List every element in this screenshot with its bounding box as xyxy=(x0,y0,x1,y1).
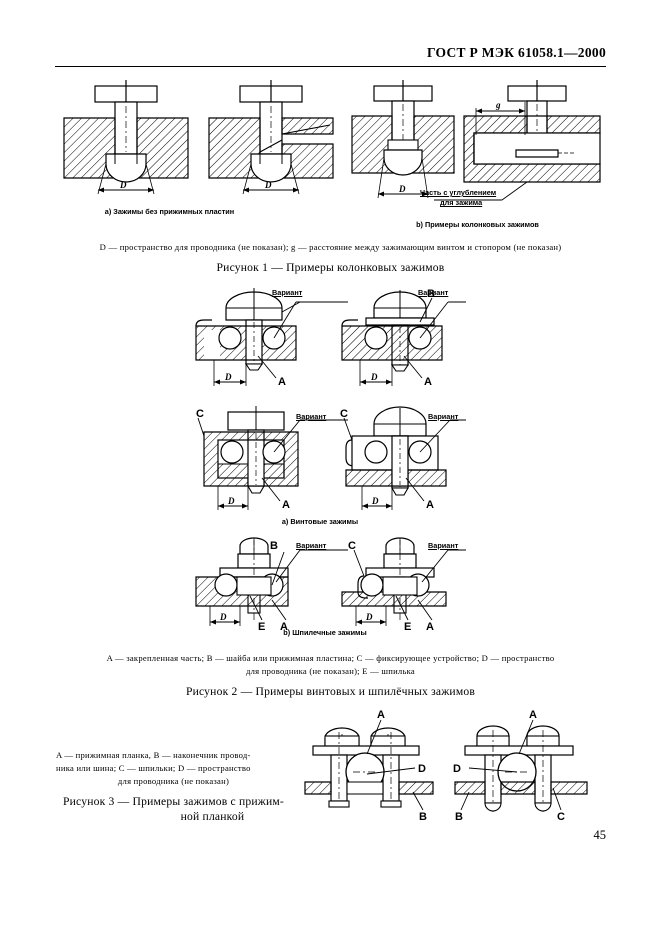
figure3-label-b1: B xyxy=(419,811,427,823)
figure2-row3-diagram: D E A B xyxy=(195,537,466,636)
figure1-dim-label-d1: D xyxy=(119,180,127,190)
figure2-dim-label-d3: D xyxy=(227,496,235,506)
figure3-label-b2: B xyxy=(455,811,463,823)
figure1-part-a-diagram: D xyxy=(62,78,342,203)
page-title: ГОСТ Р МЭК 61058.1—2000 xyxy=(426,45,606,60)
figure2-dim-label-d1: D xyxy=(224,372,232,382)
figure2-label-c3: C xyxy=(348,540,356,552)
figure2-label-a6: A xyxy=(426,621,434,633)
figure2-label-a5: A xyxy=(280,621,288,633)
figure2-dim-label-d2: D xyxy=(370,372,378,382)
figure2-caption: Рисунок 2 — Примеры винтовых и шпилёчных… xyxy=(185,685,476,698)
figure1-dim-label-g: g xyxy=(495,100,501,110)
figure2-label-a4: A xyxy=(426,499,434,511)
figure2-variant-label-5: Вариант xyxy=(296,541,327,550)
figure2-label-b1: B xyxy=(427,288,435,300)
header-divider xyxy=(55,66,606,68)
figure2-dim-label-d4: D xyxy=(371,496,379,506)
figure1-dim-label-d3: D xyxy=(398,184,406,194)
figure2-variant-label-2: Вариант xyxy=(418,288,449,297)
figure2-row2-diagram: C D A xyxy=(196,406,466,518)
figure1-caption: Рисунок 1 — Примеры колонковых зажимов xyxy=(216,261,445,274)
figure2-variant-label-3: Вариант xyxy=(296,412,327,421)
page-number: 45 xyxy=(593,828,607,842)
figure3-caption-line2: ной планкой xyxy=(180,810,245,823)
figure2-variant-label-1: Вариант xyxy=(272,288,303,297)
figure2-sub-caption-b: b) Шпилечные зажимы xyxy=(283,628,367,637)
figure3-legend-line3: для проводника (не показан) xyxy=(117,776,230,786)
figure3-label-d2: D xyxy=(453,763,461,775)
figure3-diagram: A D B xyxy=(304,706,595,828)
figure1-sub-caption-a: a) Зажимы без прижимных пластин xyxy=(104,207,235,216)
figure2-dim-label-d6: D xyxy=(365,612,373,622)
figure3-label-a2: A xyxy=(529,709,537,721)
figure2-variant-label-4: Вариант xyxy=(428,412,459,421)
figure1-callout-line1: Часть с углублением xyxy=(420,188,497,197)
figure3-caption-line1: Рисунок 3 — Примеры зажимов с прижим- xyxy=(62,795,284,808)
figure2-label-c1: C xyxy=(196,408,204,420)
figure1-sub-caption-b: b) Примеры колонковых зажимов xyxy=(416,220,539,229)
figure3-label-c1: C xyxy=(557,811,565,823)
figure2-label-e1: E xyxy=(258,621,265,633)
figure3-label-a1: A xyxy=(377,709,385,721)
figure2-variant-label-6: Вариант xyxy=(428,541,459,550)
figure3-label-d1: D xyxy=(418,763,426,775)
figure1-callout-line2: для зажима xyxy=(440,198,483,207)
figure2-dim-label-d5: D xyxy=(219,612,227,622)
figure2-label-b2: B xyxy=(270,540,278,552)
figure2-row1-diagram: D A xyxy=(195,286,466,396)
figure1-dim-label-d2: D xyxy=(264,180,272,190)
figure1-legend: D — пространство для проводника (не пока… xyxy=(99,242,562,252)
figure2-label-a3: A xyxy=(282,499,290,511)
figure3-legend-line2: ника или шина; C — шпильки; D — простран… xyxy=(56,763,251,773)
figure2-label-e2: E xyxy=(404,621,411,633)
figure2-label-c2: C xyxy=(340,408,348,420)
figure3-legend-line1: A — прижимная планка, B — наконечник про… xyxy=(56,750,251,760)
figure1-part-b-diagram: D g xyxy=(351,78,602,210)
figure2-sub-caption-a: a) Винтовые зажимы xyxy=(281,517,359,526)
figure2-label-a2: A xyxy=(424,376,432,388)
figure2-legend-line1: A — закрепленная часть; B — шайба или пр… xyxy=(106,653,555,663)
figure2-legend-line2: для проводника (не показан); E — шпилька xyxy=(246,666,415,676)
figure2-label-a1: A xyxy=(278,376,286,388)
